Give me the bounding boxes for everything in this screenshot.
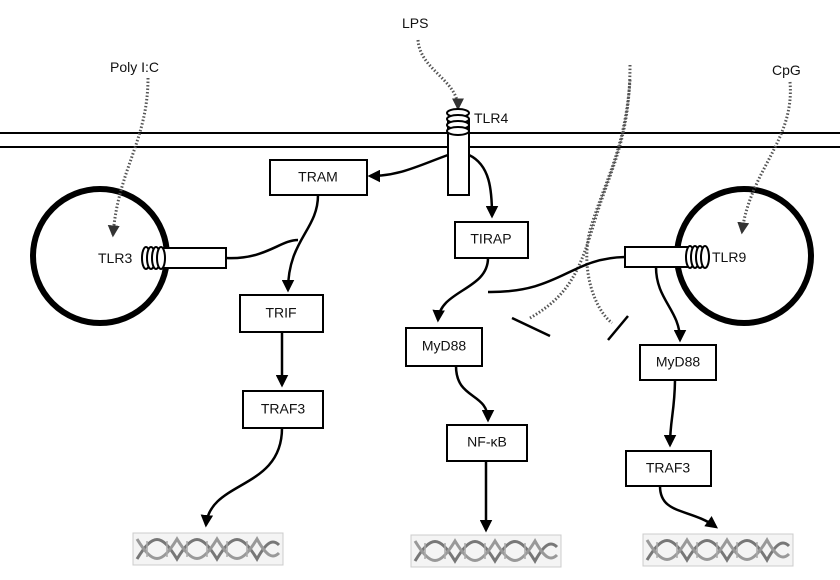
nfkb-box: NF-κB	[447, 425, 527, 461]
myd88-box-left: MyD88	[406, 328, 482, 366]
tlr3-label: TLR3	[98, 250, 132, 266]
plasma-membrane	[0, 133, 840, 147]
tirap-box: TIRAP	[455, 222, 528, 258]
tlr9-receptor	[625, 246, 709, 268]
traf3-box-left: TRAF3	[243, 391, 323, 428]
lps-label: LPS	[402, 15, 428, 31]
traf3-box-right: TRAF3	[626, 451, 711, 486]
tram-label: TRAM	[298, 169, 338, 185]
arrow-tlr9-myd88	[656, 267, 680, 340]
dna-helix-center	[411, 535, 561, 567]
arrow-myd88-traf3	[670, 378, 675, 445]
cpg-path	[742, 82, 790, 232]
arrow-tirap-myd88	[438, 258, 488, 320]
inhibit-bar-2	[608, 316, 628, 340]
tlr4-label: TLR4	[474, 110, 508, 126]
myd88-right-label: MyD88	[656, 354, 701, 370]
nfkb-label: NF-κB	[467, 434, 507, 450]
dna-helix-right	[643, 534, 793, 566]
tlr9-label: TLR9	[712, 249, 746, 265]
inhibit-bar-1	[512, 318, 550, 336]
line-tlr3-junction	[226, 240, 298, 258]
arrow-myd88-nfkb	[456, 366, 488, 420]
trif-box: TRIF	[240, 295, 323, 332]
inhibitor-path-2	[587, 80, 630, 323]
arrow-tram-trif	[288, 195, 318, 290]
inhibitor-path-1	[530, 65, 630, 318]
traf3-right-label: TRAF3	[646, 460, 691, 476]
traf3-left-label: TRAF3	[261, 401, 306, 417]
tirap-label: TIRAP	[470, 231, 511, 247]
tlr4-receptor	[447, 109, 469, 195]
lps-path	[418, 40, 458, 108]
trif-label: TRIF	[265, 305, 296, 321]
poly-ic-label: Poly I:C	[110, 59, 159, 75]
arrow-traf3-dna-right	[660, 486, 716, 527]
myd88-left-label: MyD88	[422, 338, 467, 354]
arrow-traf3-dna-left	[206, 428, 282, 525]
line-tlr9-junction	[488, 257, 625, 292]
arrow-tlr4-tram	[370, 155, 448, 176]
cpg-label: CpG	[772, 62, 801, 78]
tram-box: TRAM	[270, 160, 367, 195]
arrow-tlr4-tirap	[469, 155, 492, 216]
myd88-box-right: MyD88	[640, 345, 716, 380]
dna-helix-left	[133, 533, 283, 565]
poly-ic-path	[113, 78, 148, 235]
tlr3-receptor	[142, 247, 226, 269]
